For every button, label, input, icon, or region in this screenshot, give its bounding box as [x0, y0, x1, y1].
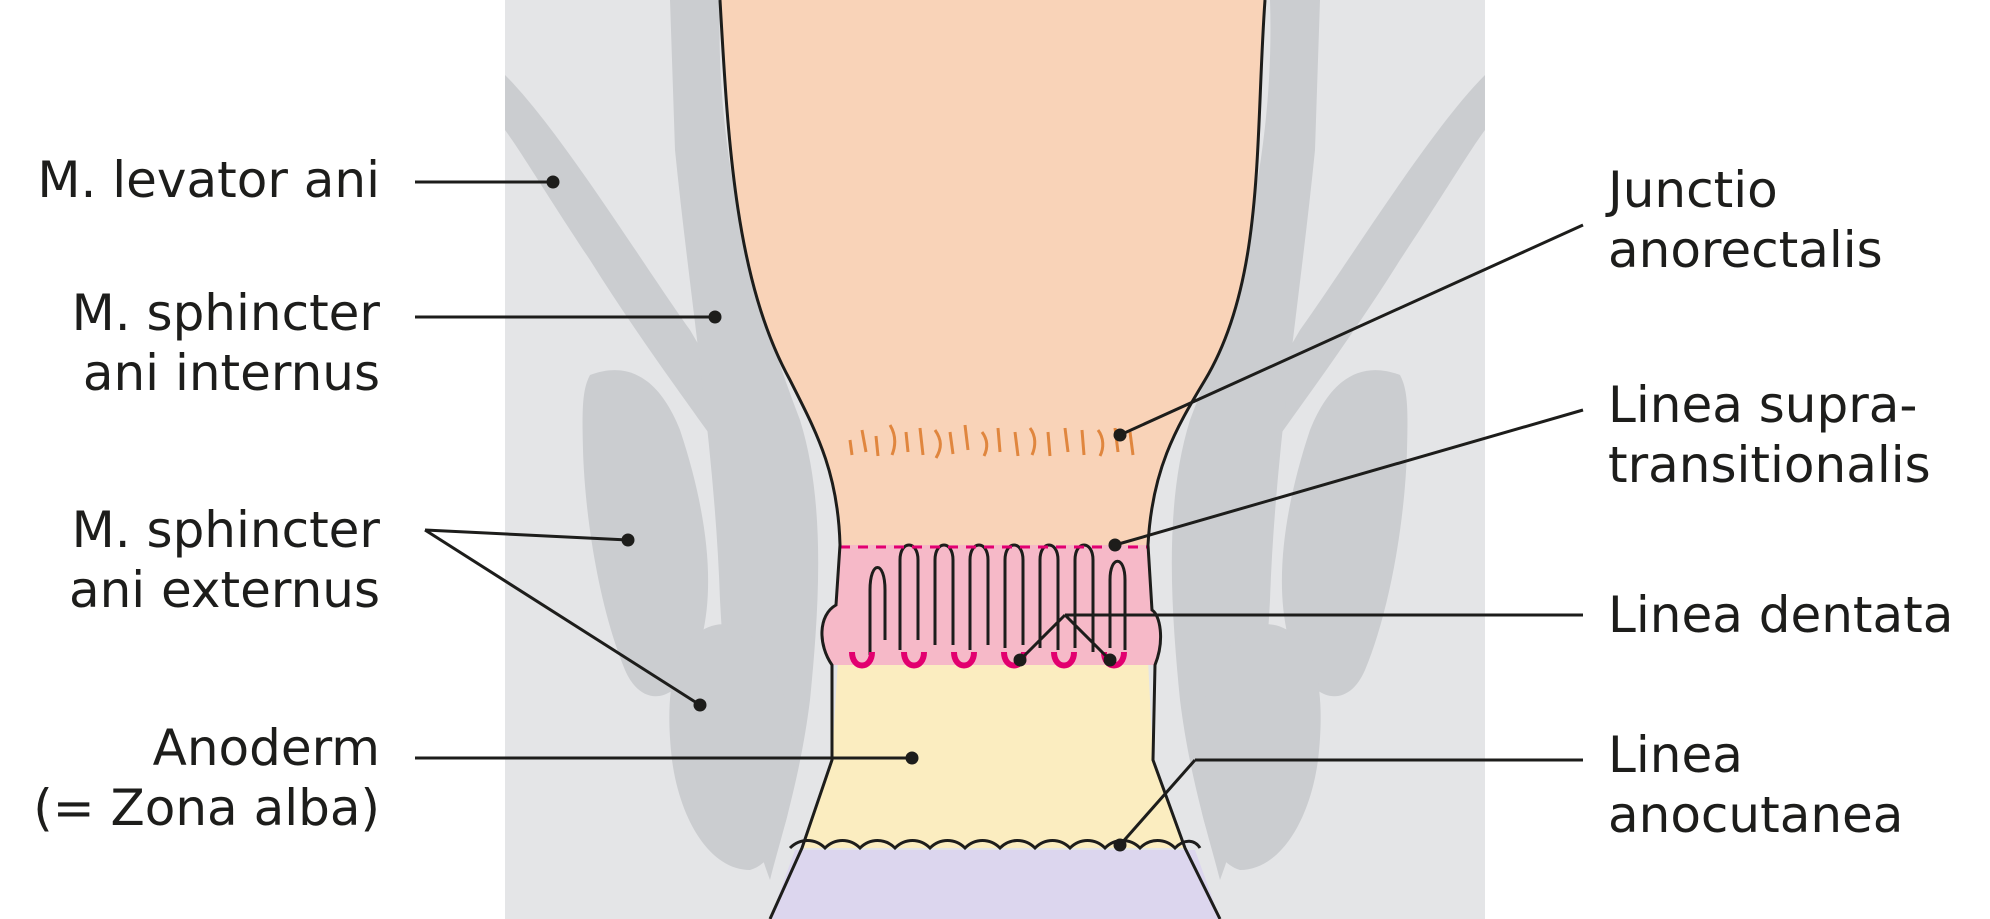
label-linea-anocutanea: Linea anocutanea — [1608, 725, 1903, 845]
label-line: M. levator ani — [37, 150, 380, 210]
label-line: ani externus — [69, 560, 380, 620]
label-linea-supratransitionalis: Linea supra- transitionalis — [1608, 375, 1931, 495]
label-line: (= Zona alba) — [33, 778, 380, 838]
label-junctio-anorectalis: Junctio anorectalis — [1608, 160, 1883, 280]
label-anoderm: Anoderm (= Zona alba) — [33, 718, 380, 838]
label-line: Linea supra- — [1608, 375, 1931, 435]
label-line: transitionalis — [1608, 435, 1931, 495]
label-line: Linea — [1608, 725, 1903, 785]
label-levator-ani: M. levator ani — [37, 150, 380, 210]
label-line: anorectalis — [1608, 220, 1883, 280]
label-sphincter-internus: M. sphincter ani internus — [72, 283, 380, 403]
label-line: Linea dentata — [1608, 585, 1953, 645]
label-line: Anoderm — [33, 718, 380, 778]
anoderm-region — [802, 660, 1185, 848]
skin-region — [770, 850, 1220, 919]
label-line: ani internus — [72, 343, 380, 403]
label-linea-dentata: Linea dentata — [1608, 585, 1953, 645]
label-line: anocutanea — [1608, 785, 1903, 845]
label-line: M. sphincter — [72, 283, 380, 343]
label-line: M. sphincter — [69, 500, 380, 560]
label-line: Junctio — [1608, 160, 1883, 220]
label-sphincter-externus: M. sphincter ani externus — [69, 500, 380, 620]
